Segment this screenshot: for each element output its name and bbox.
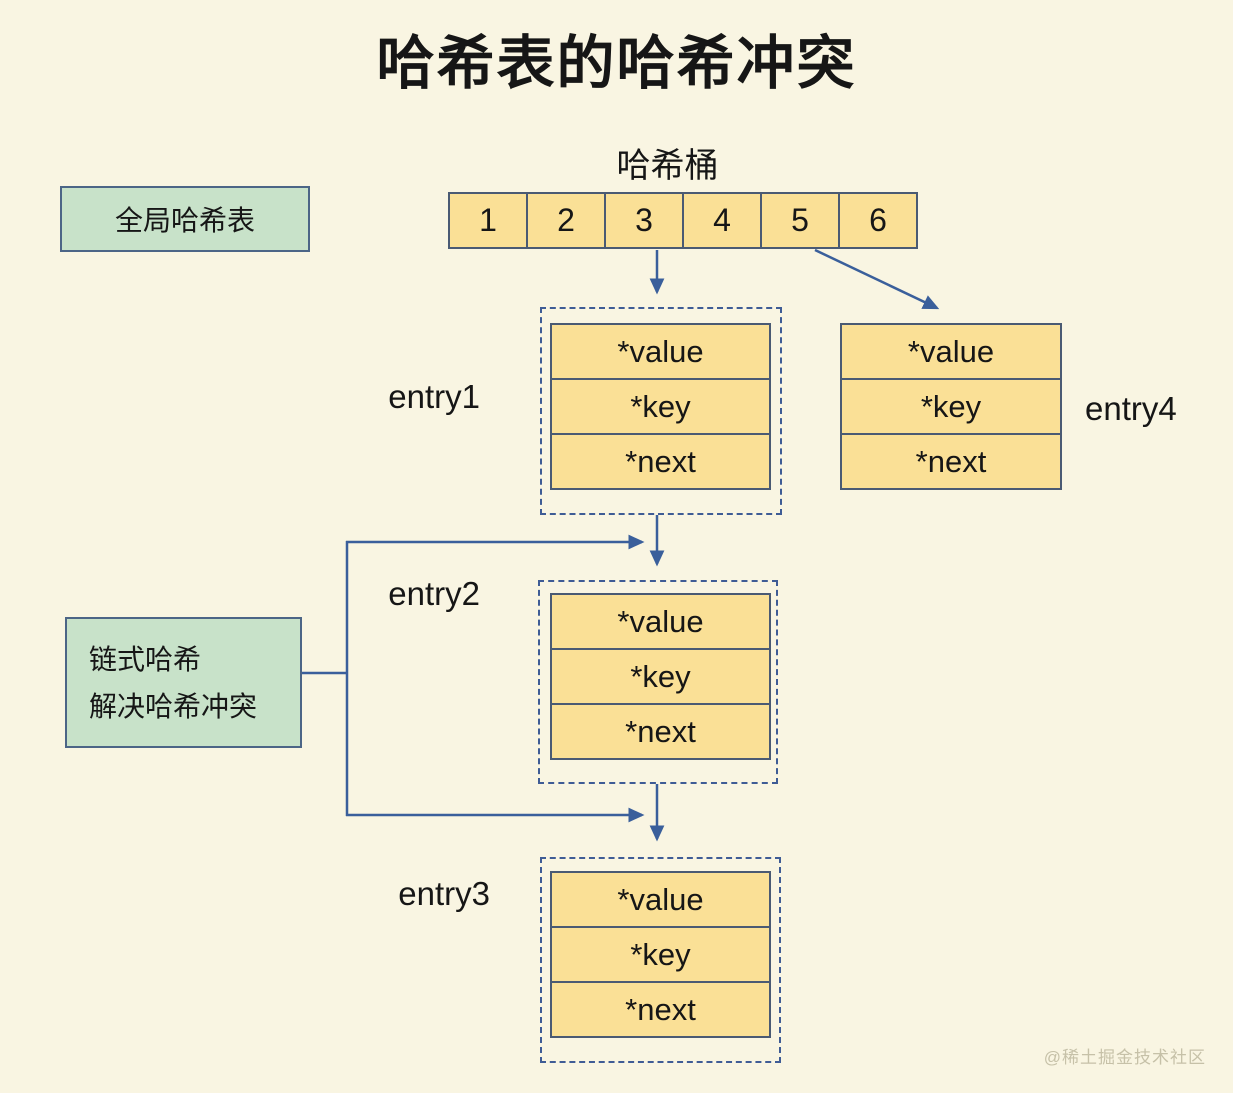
entry3-key-cell: *key: [550, 926, 771, 983]
entry1-dashed-box: [540, 307, 782, 515]
arrow-bucket5-to-entry4: [814, 248, 940, 310]
entry4-node: *value *key *next: [840, 323, 1062, 490]
watermark: @稀土掘金技术社区: [1043, 1048, 1206, 1067]
diagram-title: 哈希表的哈希冲突: [376, 31, 857, 96]
bucket-cell-1: 1: [448, 192, 528, 249]
entry4-next-cell: *next: [840, 433, 1062, 490]
entry4-label: entry4: [1085, 390, 1177, 427]
entry3-value-cell: *value: [550, 871, 771, 928]
bucket-cell-2: 2: [526, 192, 606, 249]
entry1-label: entry1: [388, 378, 480, 415]
bucket-cell-3: 3: [604, 192, 684, 249]
bucket-cell-5: 5: [760, 192, 840, 249]
entry3-dashed-box: [540, 857, 781, 1063]
chain-hash-label-line1: 链式哈希: [89, 644, 202, 675]
entry2-node: *value *key *next: [550, 593, 771, 760]
hash-bucket-label: 哈希桶: [616, 147, 719, 185]
entry1-key-cell: *key: [550, 378, 771, 435]
entry3-node: *value *key *next: [550, 871, 771, 1038]
entry2-next-cell: *next: [550, 703, 771, 760]
hash-bucket-row: 1 2 3 4 5 6: [448, 192, 918, 249]
global-hash-table-label: 全局哈希表: [114, 205, 255, 236]
chain-hash-box: 链式哈希 解决哈希冲突: [65, 617, 302, 748]
entry2-dashed-box: [538, 580, 778, 784]
bucket-cell-6: 6: [838, 192, 918, 249]
entry2-key-cell: *key: [550, 648, 771, 705]
entry3-next-cell: *next: [550, 981, 771, 1038]
entry1-next-cell: *next: [550, 433, 771, 490]
entry2-label: entry2: [388, 575, 480, 612]
entry4-value-cell: *value: [840, 323, 1062, 380]
entry3-label: entry3: [398, 875, 490, 912]
entry4-key-cell: *key: [840, 378, 1062, 435]
entry1-value-cell: *value: [550, 323, 771, 380]
entry2-value-cell: *value: [550, 593, 771, 650]
global-hash-table-box: 全局哈希表: [60, 186, 310, 252]
bucket-cell-4: 4: [682, 192, 762, 249]
chain-hash-label-line2: 解决哈希冲突: [89, 691, 258, 722]
entry1-node: *value *key *next: [550, 323, 771, 490]
